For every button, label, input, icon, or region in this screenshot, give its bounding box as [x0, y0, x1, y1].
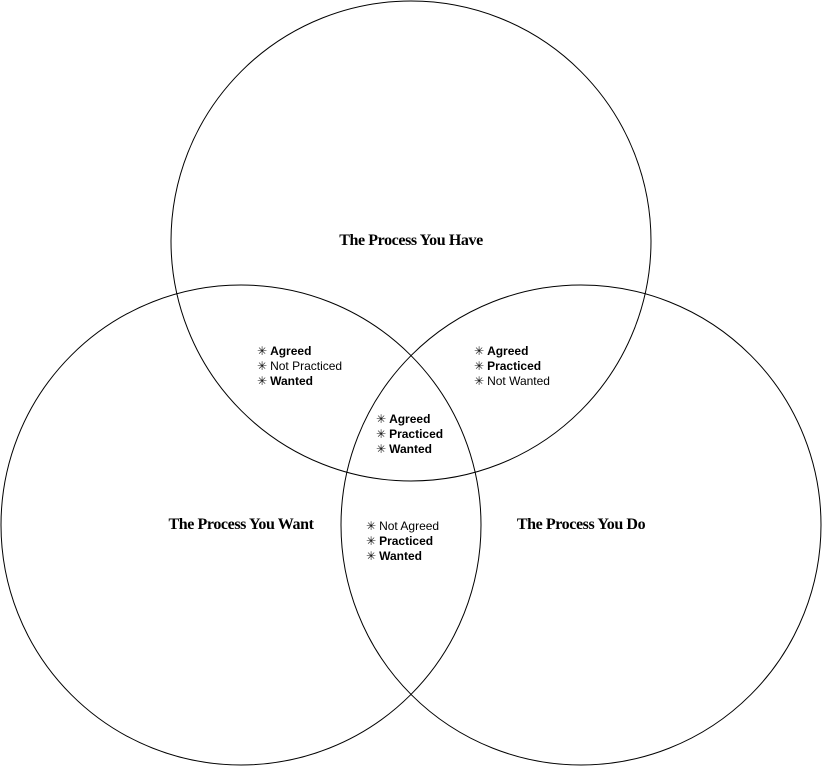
region-item-text: Agreed: [487, 344, 529, 358]
asterisk-bullet-icon: ✳: [257, 359, 268, 373]
asterisk-bullet-icon: ✳: [366, 519, 377, 533]
circle-process-you-want: [0, 284, 482, 766]
region-item: ✳Not Practiced: [257, 359, 342, 374]
region-item-text: Agreed: [270, 344, 312, 358]
region-item-text: Not Practiced: [270, 359, 343, 373]
region-item-text: Practiced: [487, 359, 542, 373]
region-item: ✳Wanted: [376, 442, 443, 457]
region-want-do: ✳Not Agreed✳Practiced✳Wanted: [366, 519, 439, 564]
region-item-text: Not Agreed: [379, 519, 440, 533]
circle-process-you-have: [170, 0, 652, 482]
asterisk-bullet-icon: ✳: [474, 344, 485, 358]
asterisk-bullet-icon: ✳: [474, 374, 485, 388]
region-item-text: Wanted: [379, 549, 422, 563]
region-item: ✳Agreed: [257, 344, 342, 359]
asterisk-bullet-icon: ✳: [366, 549, 377, 563]
region-item-text: Practiced: [389, 427, 444, 441]
region-item-text: Practiced: [379, 534, 434, 548]
region-item: ✳Practiced: [474, 359, 550, 374]
label-process-you-want: The Process You Want: [168, 516, 314, 533]
region-item: ✳Not Wanted: [474, 374, 550, 389]
asterisk-bullet-icon: ✳: [376, 412, 387, 426]
region-have-want-do: ✳Agreed✳Practiced✳Wanted: [376, 412, 443, 457]
circle-process-you-do: [340, 284, 822, 766]
region-item: ✳Practiced: [366, 534, 439, 549]
asterisk-bullet-icon: ✳: [376, 442, 387, 456]
region-item-text: Wanted: [270, 374, 313, 388]
region-item: ✳Agreed: [376, 412, 443, 427]
asterisk-bullet-icon: ✳: [376, 427, 387, 441]
asterisk-bullet-icon: ✳: [366, 534, 377, 548]
region-have-want: ✳Agreed✳Not Practiced✳Wanted: [257, 344, 342, 389]
asterisk-bullet-icon: ✳: [257, 344, 268, 358]
region-item: ✳Agreed: [474, 344, 550, 359]
asterisk-bullet-icon: ✳: [257, 374, 268, 388]
label-process-you-do: The Process You Do: [516, 516, 646, 533]
region-item: ✳Practiced: [376, 427, 443, 442]
region-item-text: Wanted: [389, 442, 432, 456]
region-item: ✳Wanted: [366, 549, 439, 564]
region-item-text: Agreed: [389, 412, 431, 426]
region-item: ✳Not Agreed: [366, 519, 439, 534]
label-process-you-have: The Process You Have: [339, 232, 483, 249]
region-item-text: Not Wanted: [487, 374, 550, 388]
asterisk-bullet-icon: ✳: [474, 359, 485, 373]
region-have-do: ✳Agreed✳Practiced✳Not Wanted: [474, 344, 550, 389]
region-item: ✳Wanted: [257, 374, 342, 389]
